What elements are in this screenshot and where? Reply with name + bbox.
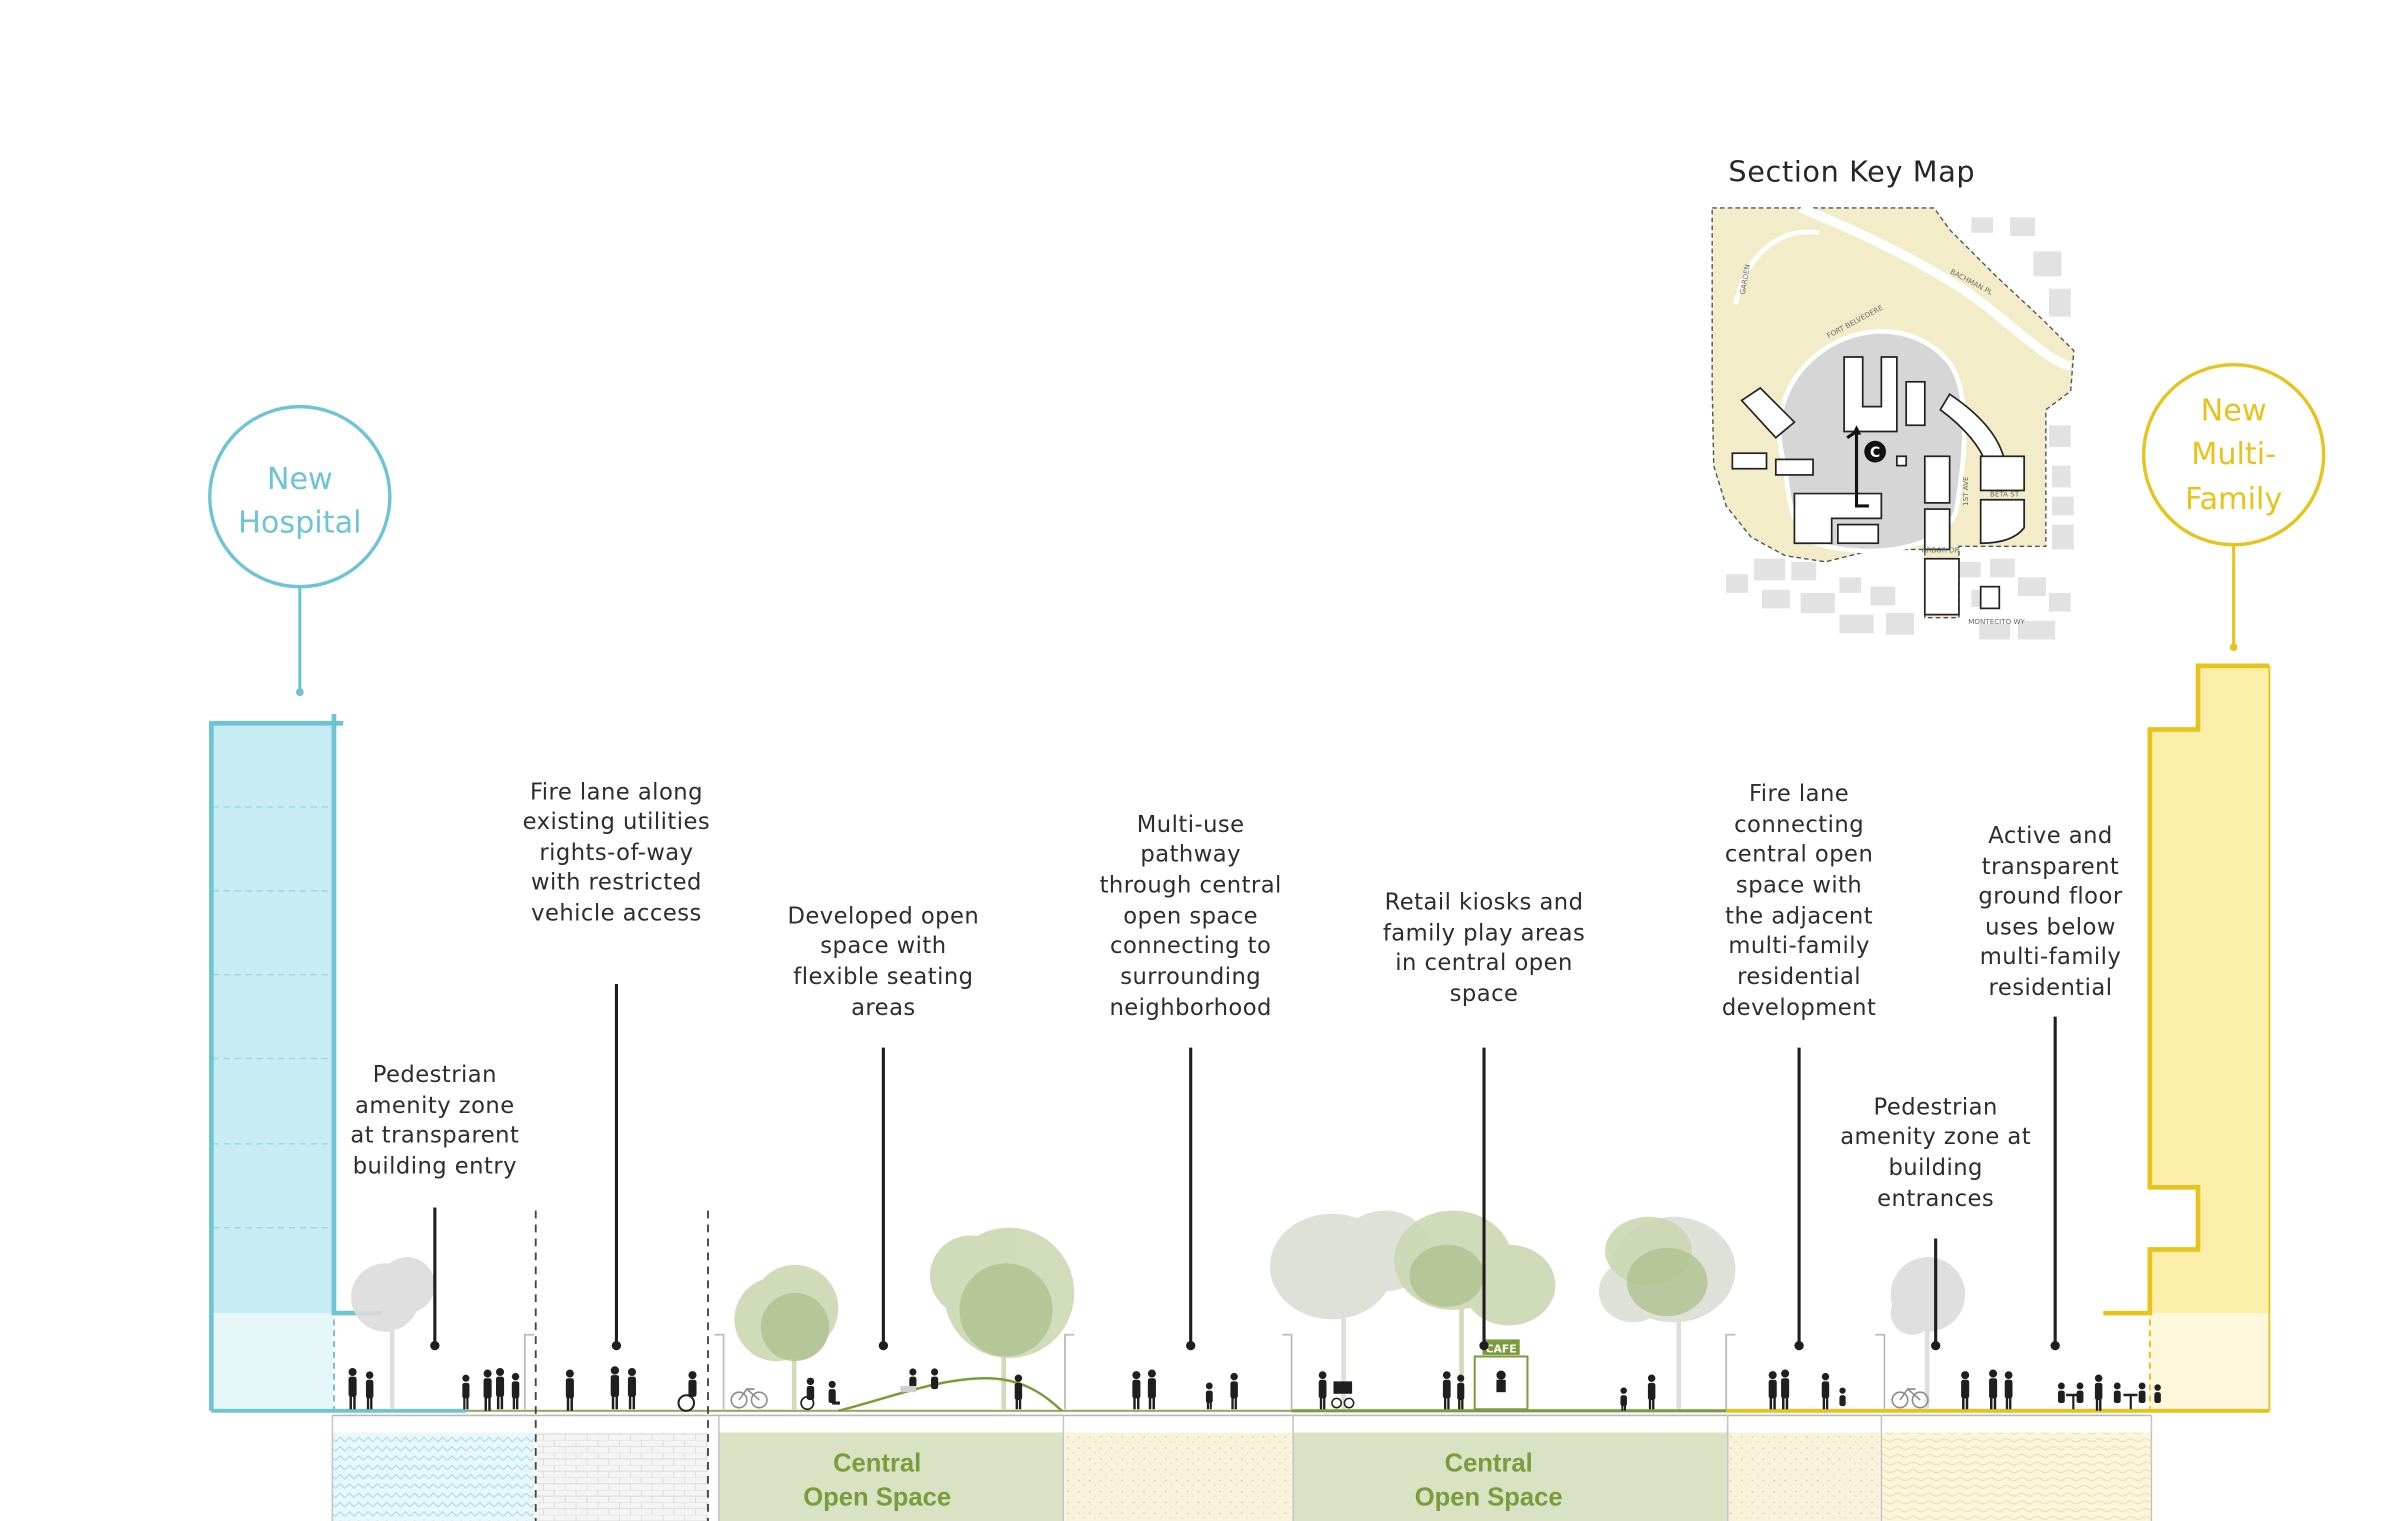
annotation-2-line4: with restricted xyxy=(531,869,702,895)
zone-multiuse-path xyxy=(1064,1432,1292,1521)
ground: CAFE Central Open Space Central O xyxy=(331,1210,2153,1521)
zone-east-fire-lane xyxy=(1727,1432,1880,1521)
annotation-6-line8: development xyxy=(1722,995,1876,1021)
annotation-5-line1: Retail kiosks and xyxy=(1385,889,1584,915)
annotation-1-line3: at transparent xyxy=(350,1122,519,1148)
annotation-7-line3: building xyxy=(1888,1155,1982,1181)
annotation-4-line3: through central xyxy=(1100,872,1282,898)
zone-multifamily-amenity xyxy=(1881,1432,2152,1521)
annotation-7-line2: amenity zone at xyxy=(1840,1124,2031,1150)
annotation-7-line4: entrances xyxy=(1877,1186,1994,1212)
zone-label-central-2-line2: Open Space xyxy=(1415,1483,1563,1511)
multifamily-label-line3: Family xyxy=(2185,482,2282,517)
street-arbor: ARBOR DR xyxy=(1922,546,1960,555)
annotation-8-line4: uses below xyxy=(1985,914,2116,940)
cafe-sign: CAFE xyxy=(1485,1343,1516,1356)
annotation-3-line2: space with xyxy=(820,933,946,959)
multifamily-callout: New Multi- Family xyxy=(2141,363,2326,652)
cafe-tables xyxy=(900,1385,2138,1410)
annotation-6-line3: central open xyxy=(1725,841,1873,867)
annotation-5-line2: family play areas xyxy=(1383,921,1585,947)
annotation-6-line6: multi-family xyxy=(1728,933,1870,959)
annotation-3-line3: flexible seating xyxy=(793,964,973,990)
annotation-4-line1: Multi-use xyxy=(1137,812,1245,838)
hospital-label-line2: Hospital xyxy=(238,505,361,540)
zone-label-central-2-line1: Central xyxy=(1445,1449,1533,1477)
street-montecito: MONTECITO WY xyxy=(1968,617,2025,626)
annotation-6-line4: space with xyxy=(1736,872,1862,898)
annotation-1: Pedestrian amenity zone at transparent b… xyxy=(350,1062,519,1351)
multifamily-label-line2: Multi- xyxy=(2191,437,2276,472)
annotation-8-line1: Active and xyxy=(1988,823,2112,849)
annotation-8: Active and transparent ground floor uses… xyxy=(1978,823,2122,1351)
key-map-title: Section Key Map xyxy=(1728,155,1975,189)
annotation-8-line5: multi-family xyxy=(1980,944,2122,970)
annotation-4-line4: open space xyxy=(1123,903,1258,929)
annotation-6-line1: Fire lane xyxy=(1749,781,1849,807)
bicycles xyxy=(730,1387,1929,1409)
annotation-2-line2: existing utilities xyxy=(523,809,710,835)
zone-hospital-amenity xyxy=(332,1432,535,1521)
annotation-2-line3: rights-of-way xyxy=(539,840,693,866)
annotation-4-line7: neighborhood xyxy=(1109,995,1271,1021)
annotation-4-line2: pathway xyxy=(1140,841,1241,867)
people xyxy=(348,1366,2161,1412)
zone-label-central-1-line2: Open Space xyxy=(803,1483,951,1511)
context-blocks xyxy=(1726,217,2074,640)
annotation-3: Developed open space with flexible seati… xyxy=(788,903,980,1351)
annotation-5-line4: space xyxy=(1450,981,1519,1007)
multifamily-building xyxy=(1726,663,2271,1413)
zone-fire-lane xyxy=(537,1432,709,1521)
annotation-1-line1: Pedestrian xyxy=(373,1062,497,1088)
zone-central-open-space-2 xyxy=(1293,1432,1728,1521)
annotation-8-line3: ground floor xyxy=(1978,883,2122,909)
annotation-6-line7: residential xyxy=(1737,964,1861,990)
annotation-6: Fire lane connecting central open space … xyxy=(1722,781,1876,1351)
annotation-4-line6: surrounding xyxy=(1120,964,1261,990)
zone-central-open-space-1 xyxy=(718,1432,1064,1521)
hospital-label-line1: New xyxy=(267,462,333,497)
annotation-5-line3: in central open xyxy=(1395,950,1573,976)
annotation-1-line2: amenity zone xyxy=(355,1093,515,1119)
annotation-3-line4: areas xyxy=(851,995,916,1021)
annotation-8-line6: residential xyxy=(1989,975,2113,1001)
annotation-2-line5: vehicle access xyxy=(531,900,702,926)
annotation-4-line5: connecting to xyxy=(1110,933,1271,959)
annotation-7: Pedestrian amenity zone at building entr… xyxy=(1840,1094,2031,1351)
zone-label-central-1-line1: Central xyxy=(833,1449,921,1477)
annotation-2-line1: Fire lane along xyxy=(530,779,703,805)
annotation-6-line5: the adjacent xyxy=(1725,903,1873,929)
annotation-6-line2: connecting xyxy=(1734,812,1864,838)
hospital-building xyxy=(209,713,466,1413)
multifamily-label-line1: New xyxy=(2201,394,2267,429)
annotation-7-line1: Pedestrian xyxy=(1874,1094,1998,1120)
trees xyxy=(351,1210,1966,1410)
annotation-8-line2: transparent xyxy=(1982,854,2120,880)
section-cut-line xyxy=(1846,425,1869,508)
annotation-2: Fire lane along existing utilities right… xyxy=(523,779,710,1351)
street-1st-ave: 1ST AVE xyxy=(1961,476,1970,506)
section-marker-label: C xyxy=(1870,445,1880,461)
street-lights xyxy=(523,1333,1886,1410)
section-key-map: Section Key Map xyxy=(1710,155,2077,645)
annotation-5: Retail kiosks and family play areas in c… xyxy=(1383,889,1585,1351)
annotation-4: Multi-use pathway through central open s… xyxy=(1100,812,1282,1351)
annotation-3-line1: Developed open xyxy=(788,903,980,929)
section-marker xyxy=(1864,440,1887,463)
hospital-callout: New Hospital xyxy=(208,404,392,697)
street-beta: BETA ST xyxy=(1990,490,2020,499)
annotation-1-line4: building entry xyxy=(353,1153,517,1179)
